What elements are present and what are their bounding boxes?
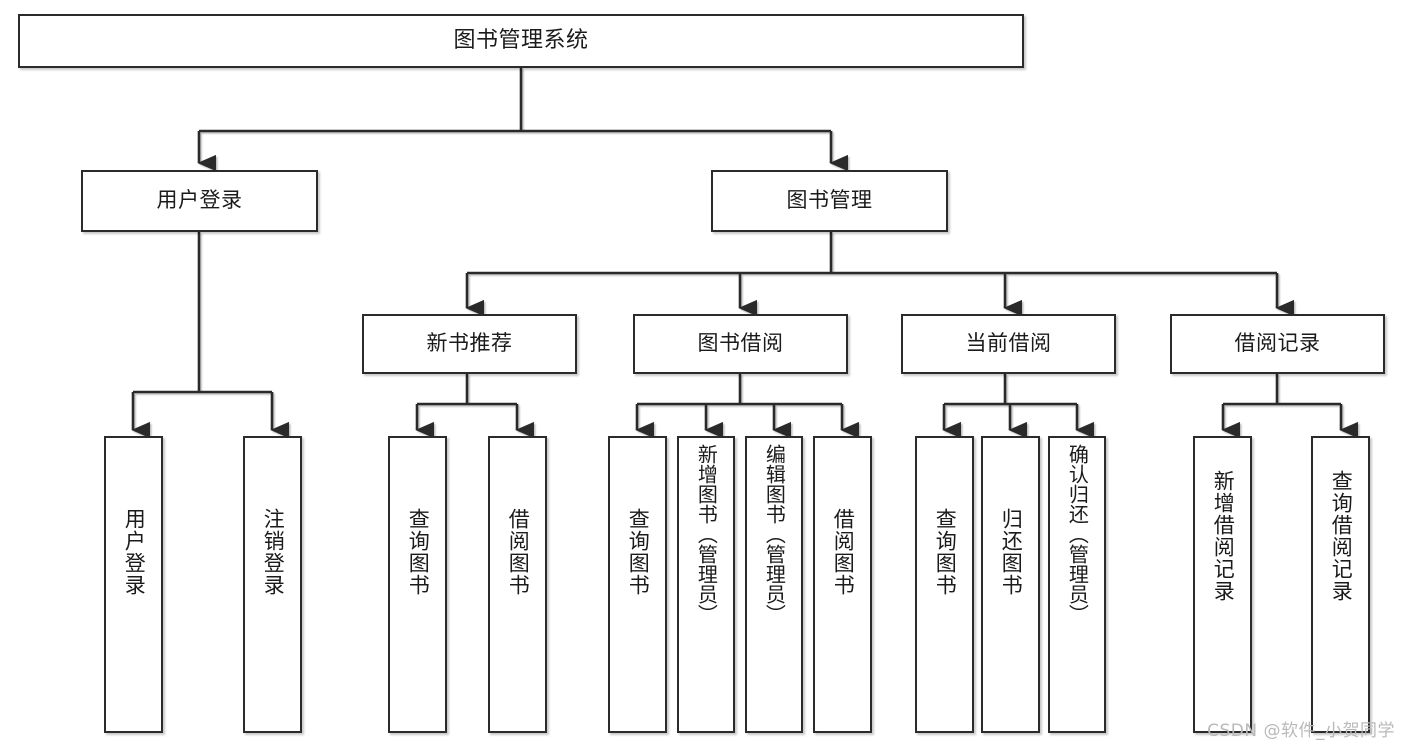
node-leaf-confirm-return-label: 确认归还（管理员） <box>1065 444 1090 624</box>
node-leaf-edit-book-label: 编辑图书（管理员） <box>762 444 787 624</box>
node-leaf-borrow-query-label: 查询图书 <box>626 508 651 596</box>
node-leaf-rec-borrow-label: 借阅图书 <box>506 508 531 596</box>
node-leaf-cur-query-label: 查询图书 <box>933 508 958 596</box>
node-leaf-add-record-label: 新增借阅记录 <box>1211 470 1236 602</box>
node-leaf-rec-query[interactable]: 查询图书 <box>388 436 447 733</box>
node-leaf-add-record[interactable]: 新增借阅记录 <box>1193 436 1252 733</box>
node-book-manage-label: 图书管理 <box>786 188 873 213</box>
node-leaf-confirm-return[interactable]: 确认归还（管理员） <box>1048 436 1106 733</box>
node-root-label: 图书管理系统 <box>453 27 589 53</box>
node-book-borrow[interactable]: 图书借阅 <box>633 314 848 374</box>
node-leaf-rec-borrow[interactable]: 借阅图书 <box>488 436 547 733</box>
node-new-book-rec-label: 新书推荐 <box>426 331 513 356</box>
node-user-login-label: 用户登录 <box>156 188 243 213</box>
node-leaf-borrow-book[interactable]: 借阅图书 <box>813 436 872 733</box>
node-leaf-rec-query-label: 查询图书 <box>406 508 431 596</box>
node-leaf-return-book[interactable]: 归还图书 <box>981 436 1040 733</box>
node-leaf-borrow-book-label: 借阅图书 <box>831 508 856 596</box>
node-root[interactable]: 图书管理系统 <box>18 14 1024 68</box>
node-leaf-logout-label: 注销登录 <box>261 508 286 596</box>
node-current-borrow-label: 当前借阅 <box>965 331 1052 356</box>
node-leaf-edit-book[interactable]: 编辑图书（管理员） <box>745 436 803 733</box>
node-leaf-logout[interactable]: 注销登录 <box>243 436 302 733</box>
node-leaf-cur-query[interactable]: 查询图书 <box>915 436 974 733</box>
csdn-watermark: CSDN @软件_小贺同学 <box>1207 721 1395 741</box>
node-leaf-query-record[interactable]: 查询借阅记录 <box>1311 436 1370 733</box>
node-book-borrow-label: 图书借阅 <box>697 331 784 356</box>
node-user-login[interactable]: 用户登录 <box>81 170 318 232</box>
node-current-borrow[interactable]: 当前借阅 <box>901 314 1116 374</box>
node-leaf-add-book[interactable]: 新增图书（管理员） <box>677 436 735 733</box>
node-leaf-return-book-label: 归还图书 <box>999 508 1024 596</box>
node-leaf-user-login[interactable]: 用户登录 <box>104 436 163 733</box>
node-leaf-add-book-label: 新增图书（管理员） <box>694 444 719 624</box>
node-leaf-borrow-query[interactable]: 查询图书 <box>608 436 667 733</box>
node-book-manage[interactable]: 图书管理 <box>711 170 948 232</box>
node-new-book-rec[interactable]: 新书推荐 <box>362 314 577 374</box>
node-borrow-record-label: 借阅记录 <box>1234 331 1321 356</box>
node-leaf-user-login-label: 用户登录 <box>122 508 147 596</box>
node-borrow-record[interactable]: 借阅记录 <box>1170 314 1385 374</box>
node-leaf-query-record-label: 查询借阅记录 <box>1329 470 1354 602</box>
